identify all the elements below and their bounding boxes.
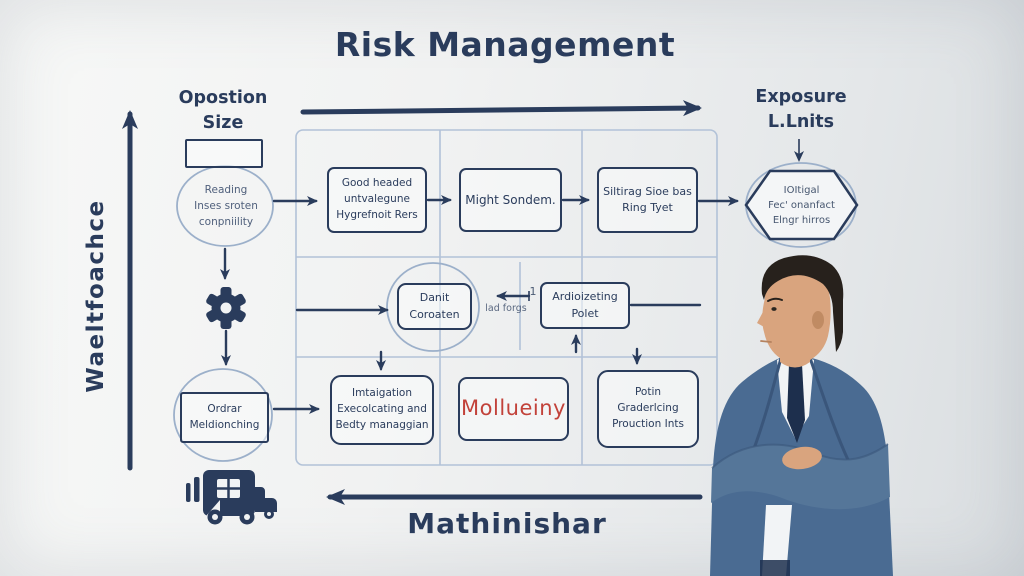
- top-flow-arrow: [300, 100, 702, 117]
- annotation-text: lad forgs: [485, 302, 527, 314]
- flow-step-3-box: Siltirag Sioe bas Ring Tyet: [597, 167, 698, 233]
- delivery-truck-icon: [186, 470, 277, 525]
- connector-arrows: [220, 139, 804, 414]
- exposure-limits-label: Exposure L.Lnits: [755, 87, 847, 132]
- empty-input-box: [185, 139, 263, 168]
- mid-circle-box: Danit Coroaten: [397, 283, 472, 330]
- order-box: Ordrar Meldionching: [180, 392, 269, 443]
- hexagon-label: IOItigal Fec' onanfact Elngr hirros: [768, 184, 835, 226]
- flow-grid: [295, 129, 718, 466]
- flow-step-2-box: Might Sondem.: [459, 168, 562, 232]
- entry-circle-label: Reading Inses sroten conpniility: [194, 184, 258, 228]
- flow-step-1-box: Good headed untvalegune Hygrefnoit Rers: [327, 167, 427, 233]
- bottom-axis-label: Mathinishar: [407, 507, 607, 540]
- highlight-red-box: Mollueiny: [458, 377, 569, 441]
- businessman-figure: [710, 255, 893, 576]
- limits-box: Potin Graderlcing Prouction Ints: [597, 370, 699, 448]
- page-title: Risk Management: [334, 25, 676, 64]
- gear-icon: [206, 287, 246, 329]
- mitigation-box: Imtaigation Execolcating and Bedty manag…: [330, 375, 434, 445]
- alert-box: Ardioizeting Polet: [540, 282, 630, 329]
- annotation-number: 1: [529, 284, 537, 298]
- y-axis-label: Waeltfoachce: [83, 199, 109, 393]
- position-size-label: Opostion Size: [178, 88, 268, 134]
- decision-hexagon: [744, 169, 859, 241]
